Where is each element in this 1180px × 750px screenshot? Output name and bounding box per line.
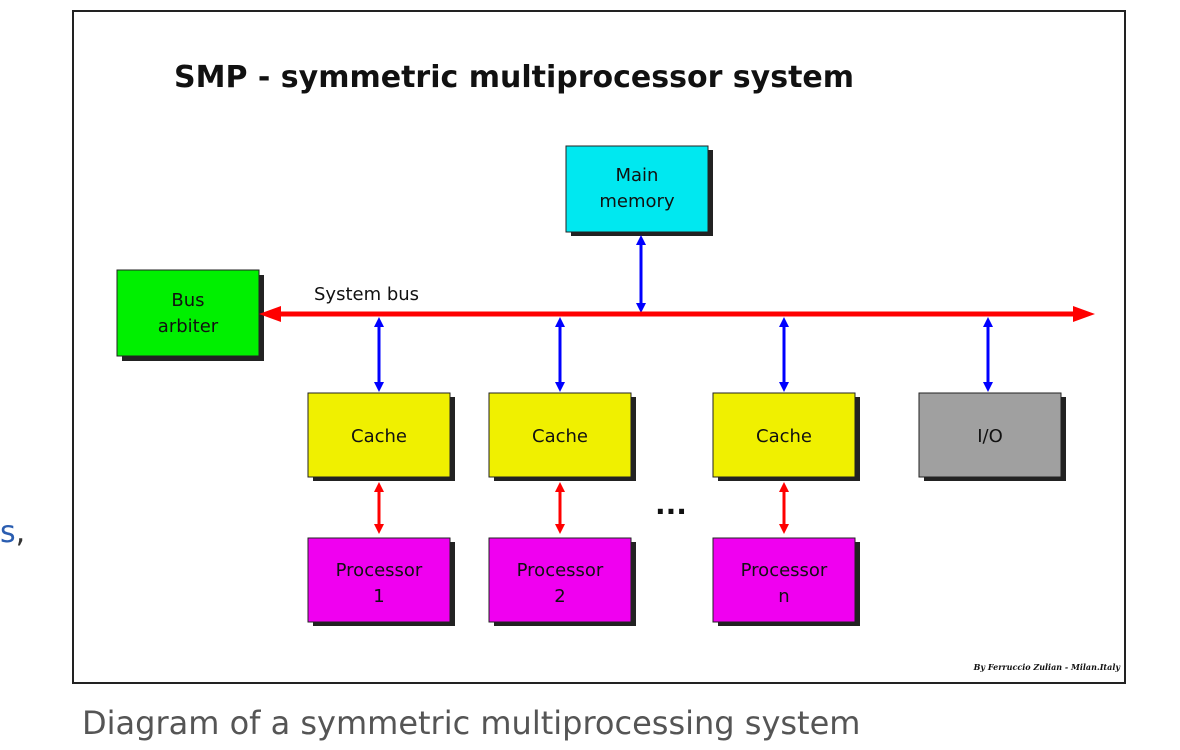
article-link[interactable]: s [0, 515, 16, 550]
processor-n-fill [712, 537, 856, 623]
article-punctuation: , [15, 515, 26, 550]
diagram-credit: By Ferruccio Zulian - Milan.Italy [973, 662, 1122, 672]
processor-n-label-line2: n [778, 586, 789, 607]
cache-1-fill [307, 392, 451, 478]
processor-box-1: Processor 1 [307, 537, 455, 626]
cache-n-fill [712, 392, 856, 478]
system-bus-label: System bus [314, 284, 419, 305]
processor-2-label-line1: Processor [517, 560, 604, 581]
io-fill [918, 392, 1062, 478]
cache-2-fill [488, 392, 632, 478]
cache-2-label: Cache [532, 426, 588, 447]
cache-box-1: Cache [307, 392, 455, 481]
processor-ellipsis: ... [655, 488, 687, 521]
cache-box-n: Cache [712, 392, 860, 481]
processor-1-label-line2: 1 [373, 586, 384, 607]
article-text-fragment: s, [0, 515, 25, 551]
bus-arbiter-box: Bus arbiter [116, 269, 264, 361]
cache-1-label: Cache [351, 426, 407, 447]
main-memory-label-line2: memory [599, 191, 675, 212]
processor-1-fill [307, 537, 451, 623]
smp-diagram-figure: SMP - symmetric multiprocessor system Ma… [72, 10, 1126, 684]
cache-n-label: Cache [756, 426, 812, 447]
main-memory-fill [565, 145, 709, 233]
io-label: I/O [977, 426, 1003, 447]
bus-arbiter-label-line2: arbiter [158, 316, 219, 337]
bus-arbiter-fill [116, 269, 260, 357]
io-box: I/O [918, 392, 1066, 481]
processor-box-2: Processor 2 [488, 537, 636, 626]
cache-box-2: Cache [488, 392, 636, 481]
diagram-canvas: Main memory Bus arbiter System bus Cache [116, 145, 1122, 672]
main-memory-box: Main memory [565, 145, 713, 236]
processor-box-n: Processor n [712, 537, 860, 626]
processor-1-label-line1: Processor [336, 560, 423, 581]
bus-arbiter-label-line1: Bus [171, 290, 204, 311]
figure-caption: Diagram of a symmetric multiprocessing s… [82, 704, 861, 742]
diagram-title: SMP - symmetric multiprocessor system [174, 60, 855, 95]
main-memory-label-line1: Main [616, 165, 659, 186]
processor-2-fill [488, 537, 632, 623]
processor-2-label-line2: 2 [554, 586, 565, 607]
processor-n-label-line1: Processor [741, 560, 828, 581]
